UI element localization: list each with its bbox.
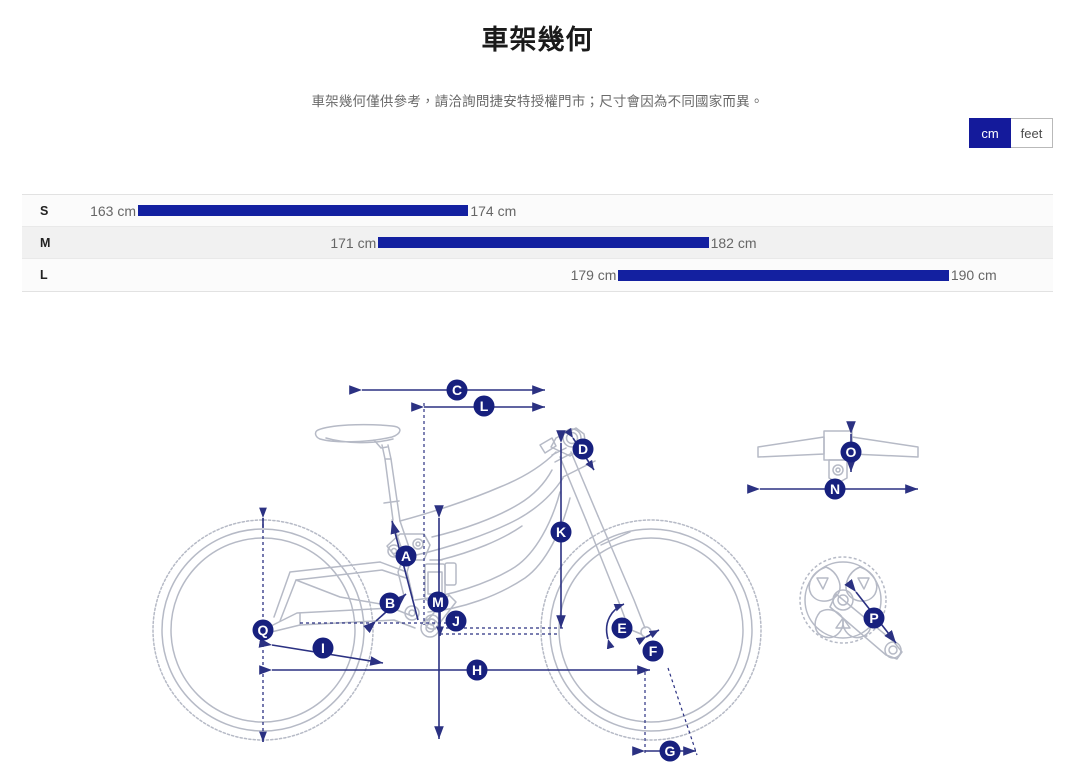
dimension-marker-c: C [446,379,468,401]
page-title: 車架幾何 [481,25,594,55]
dimension-marker-i: I [312,637,334,659]
range-bar-s [138,205,469,216]
dimension-marker-e: E [611,617,633,639]
svg-text:H: H [472,662,482,678]
dimension-marker-o: O [840,441,862,463]
size-range-table: S 163 cm 174 cm M 171 cm 182 cm L 179 cm… [22,194,1053,292]
crankset-outline [799,556,903,660]
range-group-m: 171 cm 182 cm [330,227,756,259]
svg-text:F: F [649,643,658,659]
range-max-s: 174 cm [470,202,517,219]
range-min-s: 163 cm [90,202,136,219]
range-group-l: 179 cm 190 cm [571,259,997,291]
size-label-m: M [40,235,51,250]
svg-text:P: P [869,610,878,626]
svg-text:E: E [617,620,626,636]
size-label-l: L [40,268,48,282]
range-track-m: 171 cm 182 cm [62,227,1053,259]
table-row: S 163 cm 174 cm [22,195,1053,227]
unit-toggle-cm[interactable]: cm [969,118,1011,148]
svg-text:Q: Q [258,622,269,638]
svg-text:A: A [401,548,411,564]
page-subtitle: 車架幾何僅供參考，請洽詢問捷安特授權門市；尺寸會因為不同國家而異。 [311,94,764,110]
range-bar-l [618,269,949,281]
dimension-marker-a: A [395,545,417,567]
dimension-marker-d: D [572,438,594,460]
dimension-marker-q: Q [252,619,274,641]
svg-text:N: N [830,481,840,497]
svg-text:K: K [556,524,566,540]
svg-text:I: I [321,640,325,656]
dim-line-A [390,520,419,621]
dimension-marker-n: N [824,478,846,500]
svg-text:C: C [452,382,462,398]
dimension-marker-l: L [473,395,495,417]
svg-text:L: L [480,398,489,414]
dimension-marker-b: B [379,592,401,614]
svg-text:O: O [846,444,857,460]
dimension-marker-g: G [659,740,681,762]
bike-outline [152,423,762,741]
table-row: M 171 cm 182 cm [22,227,1053,259]
unit-toggle-feet[interactable]: feet [1011,118,1053,148]
table-row: L 179 cm 190 cm [22,259,1053,291]
svg-text:D: D [578,441,588,457]
range-group-s: 163 cm 174 cm [90,195,516,227]
range-min-l: 179 cm [570,267,617,283]
range-min-m: 171 cm [330,234,377,251]
dimension-marker-h: H [466,659,488,681]
range-track-l: 179 cm 190 cm [62,259,1053,291]
dimension-marker-k: K [550,521,572,543]
frame-geometry-diagram: A B C D E F G H I J K L M N O P Q [0,330,1075,767]
dimension-marker-p: P [863,607,885,629]
dimension-marker-j: J [445,610,467,632]
dim-arc-E [605,603,625,650]
size-label-s: S [40,203,49,218]
range-max-m: 182 cm [710,234,757,251]
dimension-markers: A B C D E F G H I J K L M N O P Q [252,379,885,762]
svg-text:J: J [452,613,460,629]
svg-text:B: B [385,595,395,611]
dim-line-F [635,629,660,646]
range-bar-m [378,237,709,248]
dimension-marker-f: F [642,640,664,662]
svg-text:M: M [432,594,444,610]
unit-toggle[interactable]: cm feet [969,118,1053,148]
range-track-s: 163 cm 174 cm [62,195,1053,227]
svg-text:G: G [665,743,676,759]
handlebar-outline [757,430,919,484]
range-max-l: 190 cm [950,267,997,283]
dimension-marker-m: M [427,591,449,613]
